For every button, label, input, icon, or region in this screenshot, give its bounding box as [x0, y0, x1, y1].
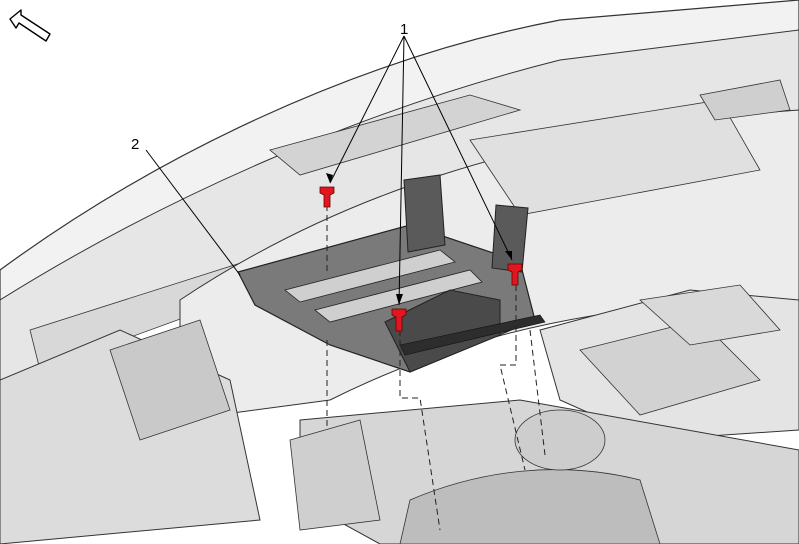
fastener-bolt: [507, 263, 523, 286]
forward-arrow-icon: [9, 9, 51, 42]
leader-arrowheads: [326, 173, 512, 305]
steering-column-hub: [514, 409, 606, 471]
alignment-lines: [326, 205, 546, 531]
leader-line-2: [145, 149, 241, 276]
arrowhead: [396, 294, 403, 305]
alignment-line-5: [529, 329, 546, 456]
bracket-edge: [399, 314, 546, 356]
leader-line-1c: [403, 35, 513, 261]
clip-bracket: [699, 79, 791, 121]
bracket-slot-1: [284, 249, 456, 303]
instrument-panel-bracket: [237, 174, 546, 373]
fastener-bolt: [391, 308, 407, 332]
hvac-grid: [579, 319, 761, 416]
left-bracket-block: [109, 319, 231, 441]
lower-left-mount: [289, 419, 381, 531]
callout-1-label: 1: [400, 21, 408, 38]
wiper-grille: [269, 94, 522, 176]
hvac-grid-upper: [639, 284, 781, 346]
bracket-upright-right: [491, 204, 529, 273]
lower-mount-bracket: [399, 469, 661, 544]
fasteners: [319, 186, 523, 332]
leader-lines: [145, 35, 513, 306]
alignment-line-4: [499, 285, 526, 471]
arrowhead: [326, 173, 333, 183]
leader-line-1b: [398, 35, 405, 306]
fastener-bolt: [319, 186, 335, 208]
alignment-line-3: [399, 330, 441, 531]
bracket-upright-left: [403, 174, 446, 253]
arrowhead: [505, 251, 512, 260]
callout-2-label: 2: [131, 136, 139, 153]
defrost-duct: [469, 99, 761, 216]
leader-line-1a: [329, 35, 405, 184]
